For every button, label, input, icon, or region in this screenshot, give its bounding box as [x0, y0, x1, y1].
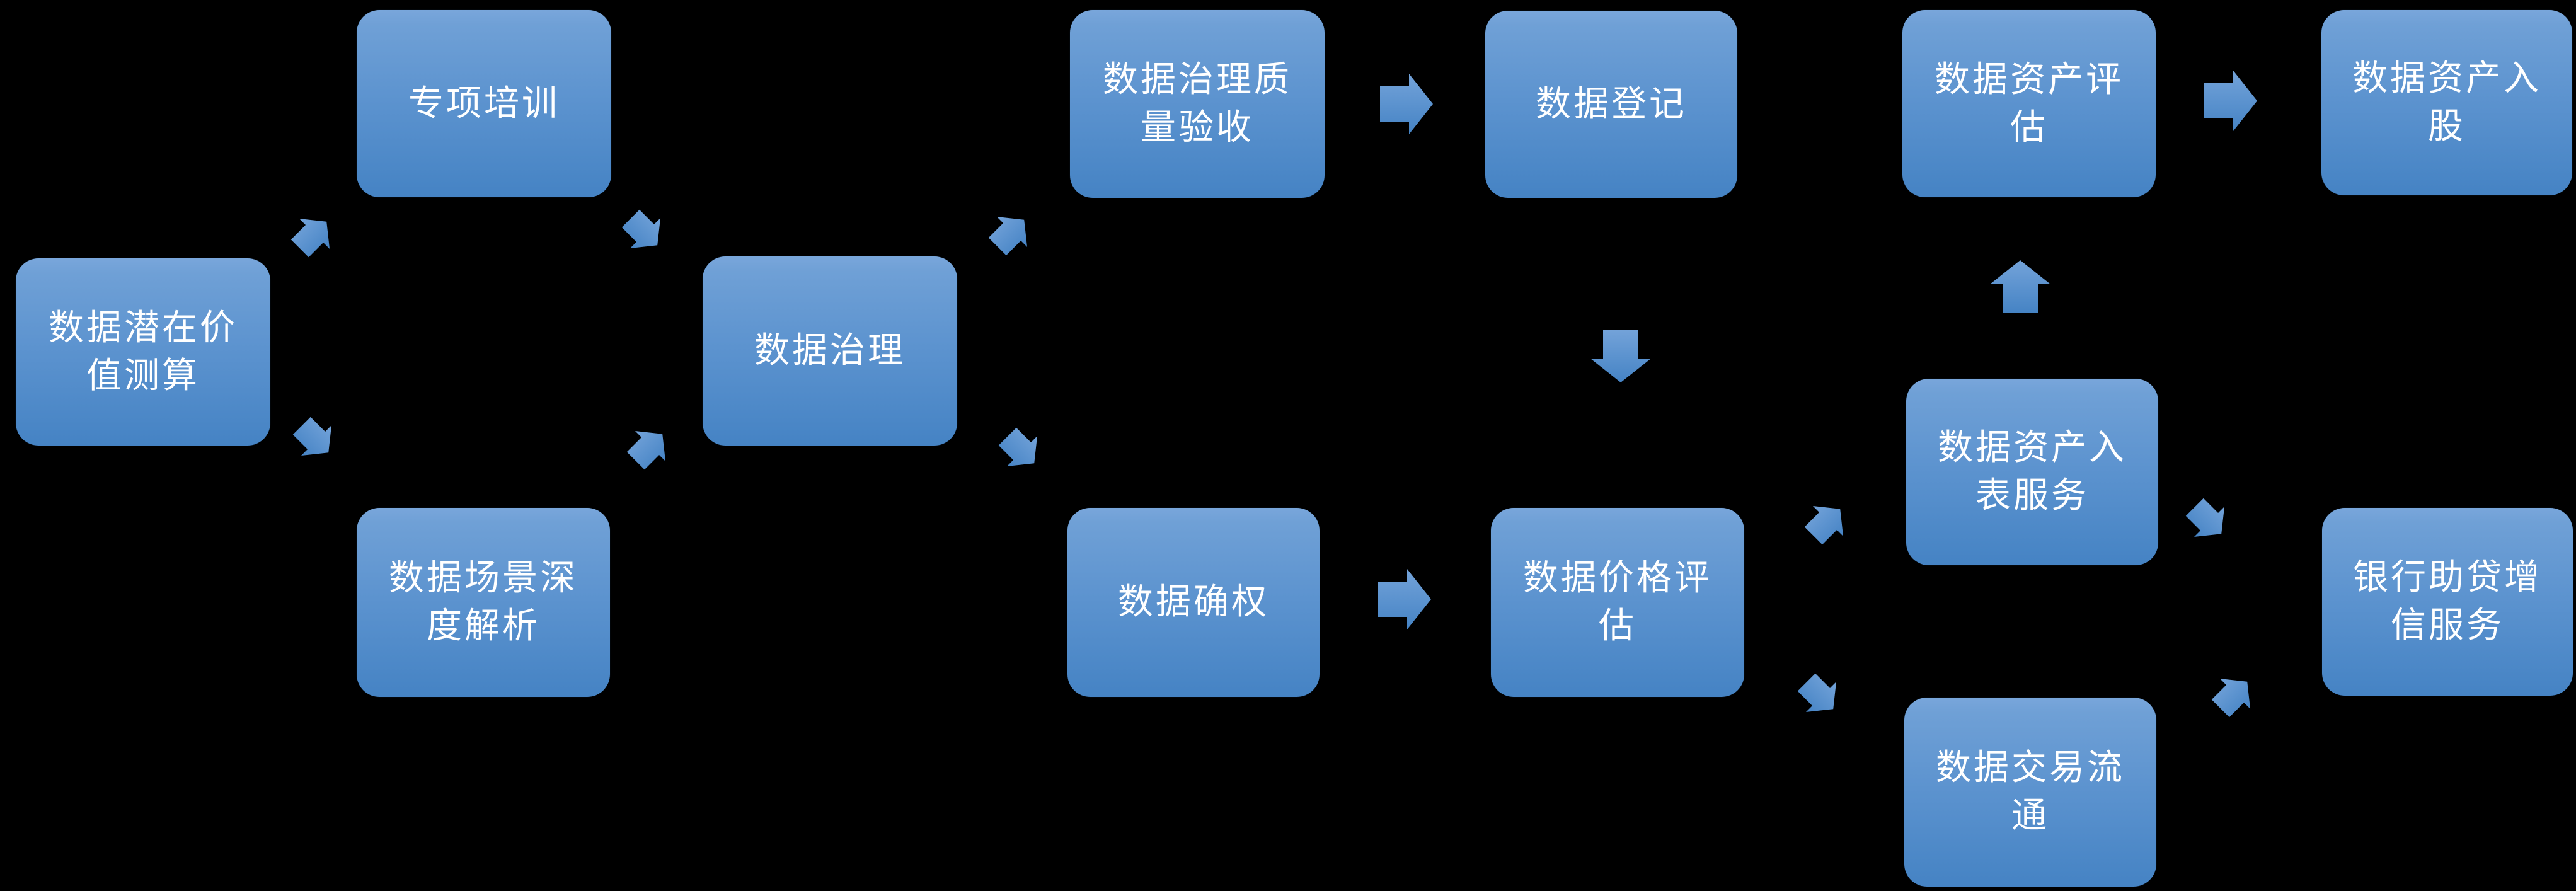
node-label: 数据交易流通 — [1936, 747, 2125, 836]
node-label: 数据价格评估 — [1523, 558, 1712, 647]
node-data-rights-confirmation: 数据确权 — [1067, 508, 1320, 697]
node-data-registration: 数据登记 — [1485, 11, 1737, 198]
node-governance-quality-acceptance: 数据治理质量验收 — [1070, 10, 1325, 198]
arrow-potential-value-to-scenario-analysis-icon — [292, 417, 332, 456]
arrow-scenario-analysis-to-data-governance-icon — [626, 430, 666, 470]
arrow-quality-acceptance-to-registration-icon — [1380, 74, 1433, 134]
node-label: 数据资产评估 — [1935, 59, 2124, 148]
node-label: 数据确权 — [1118, 582, 1269, 623]
node-label: 数据治理质量验收 — [1103, 59, 1292, 148]
node-label: 银行助贷增信服务 — [2353, 557, 2542, 646]
node-label: 数据治理 — [754, 330, 906, 372]
node-label: 数据场景深度解析 — [389, 558, 578, 647]
node-special-training: 专项培训 — [357, 10, 611, 197]
node-data-asset-evaluation: 数据资产评估 — [1902, 10, 2156, 197]
arrow-bookkeeping-to-asset-evaluation-icon — [1990, 260, 2050, 313]
arrow-data-governance-to-quality-acceptance-icon — [988, 216, 1028, 256]
node-label: 专项培训 — [408, 83, 560, 124]
node-label: 数据登记 — [1536, 83, 1687, 125]
node-label: 数据资产入表服务 — [1938, 427, 2127, 516]
arrow-price-evaluation-to-bookkeeping-icon — [1804, 505, 1844, 545]
node-data-price-evaluation: 数据价格评估 — [1491, 508, 1744, 697]
node-data-governance: 数据治理 — [703, 256, 957, 446]
arrow-registration-to-price-evaluation-icon — [1590, 330, 1651, 382]
arrow-price-evaluation-to-trading-circulation-icon — [1797, 673, 1837, 713]
arrow-potential-value-to-special-training-icon — [290, 218, 330, 258]
node-data-asset-equity: 数据资产入股 — [2321, 10, 2572, 195]
arrow-special-training-to-data-governance-icon — [621, 209, 661, 249]
arrow-trading-circulation-to-bank-credit-icon — [2211, 678, 2251, 718]
node-data-potential-value: 数据潜在价值测算 — [16, 258, 270, 446]
arrow-bookkeeping-to-bank-credit-icon — [2185, 498, 2225, 537]
node-data-trading-circulation: 数据交易流通 — [1904, 698, 2156, 887]
node-bank-credit-service: 银行助贷增信服务 — [2322, 508, 2573, 696]
node-label: 数据潜在价值测算 — [49, 307, 238, 396]
node-scenario-deep-analysis: 数据场景深度解析 — [357, 508, 610, 697]
arrow-rights-confirmation-to-price-evaluation-icon — [1378, 569, 1431, 629]
arrow-data-governance-to-rights-confirmation-icon — [998, 427, 1038, 467]
node-label: 数据资产入股 — [2352, 58, 2541, 147]
arrow-asset-evaluation-to-asset-equity-icon — [2204, 71, 2257, 131]
node-asset-bookkeeping-service: 数据资产入表服务 — [1906, 379, 2158, 565]
